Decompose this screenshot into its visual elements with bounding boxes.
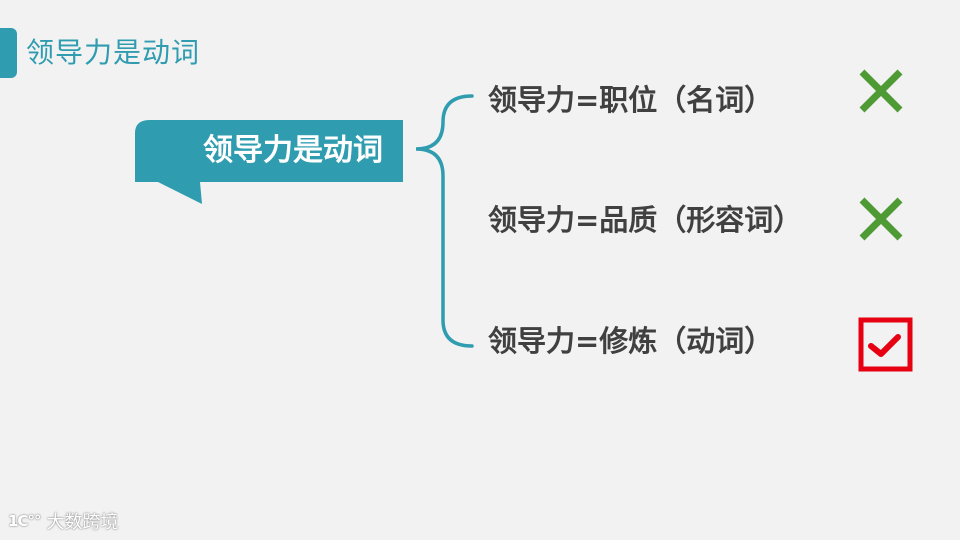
watermark-logo: 1C°° 大数跨境 xyxy=(8,506,118,536)
checked-box-icon xyxy=(858,317,913,372)
brand-logo-icon: 1C°° xyxy=(8,512,41,530)
callout-label: 领导力是动词 xyxy=(203,133,383,168)
item-quality-adjective: 领导力=品质（形容词） xyxy=(488,203,803,237)
item-practice-verb: 领导力=修炼（动词） xyxy=(488,324,774,358)
item-position-noun: 领导力=职位（名词） xyxy=(488,83,774,117)
curly-brace xyxy=(415,94,474,348)
x-mark-icon xyxy=(859,197,903,241)
callout-bubble-shape xyxy=(135,120,403,204)
slide-title: 领导力是动词 xyxy=(26,36,201,69)
x-mark-icon xyxy=(859,69,903,113)
watermark-text: 大数跨境 xyxy=(46,512,119,533)
title-accent-bar xyxy=(0,28,17,78)
